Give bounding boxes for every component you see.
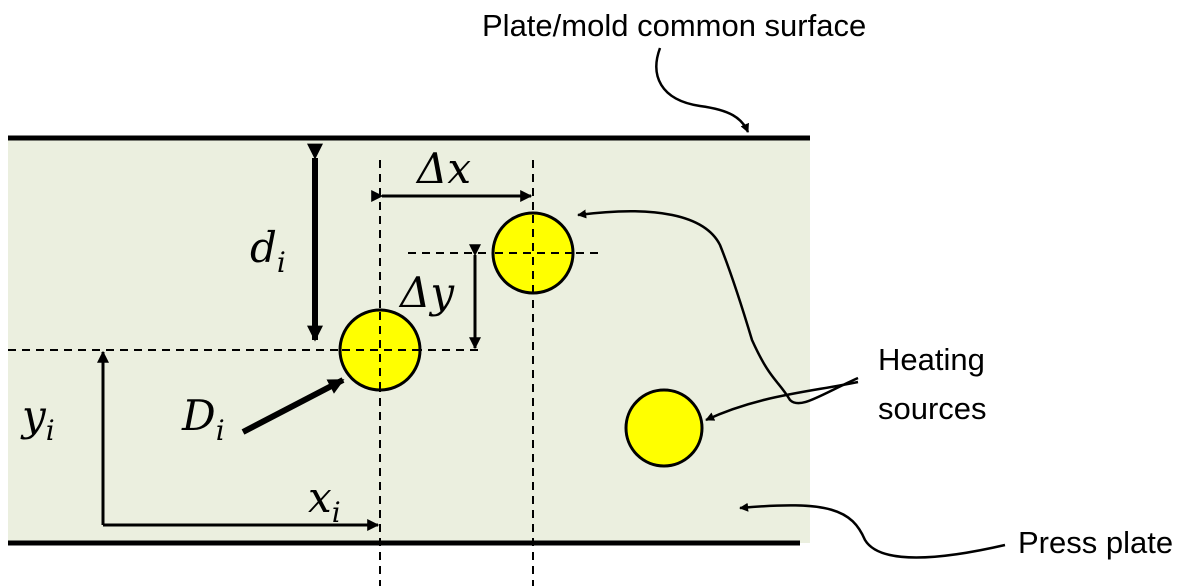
heating-sources-callout-arrow-2 [705,380,859,422]
y-coordinate-label: yi [20,391,55,447]
press-plate-label: Press plate [1018,525,1173,560]
depth-label: di [250,223,286,279]
heating-source-1 [338,308,422,392]
heating-sources-label-line1: Heating [878,342,985,377]
press-plate-callout-arrow [739,502,1006,559]
delta-y-label: Δy [398,268,455,317]
heating-source-2 [491,211,575,295]
plate-surface-label: Plate/mold common surface [482,8,866,43]
heating-sources-label-line2: sources [878,391,987,426]
diameter-label: Di [181,391,225,447]
plate-surface-callout-arrow [655,47,750,133]
x-coordinate-label: xi [308,473,341,529]
heating-sources-callout-arrow [577,209,859,405]
diameter-arrow [241,377,345,435]
delta-x-label: Δx [415,144,471,193]
heating-source-3 [624,388,704,468]
